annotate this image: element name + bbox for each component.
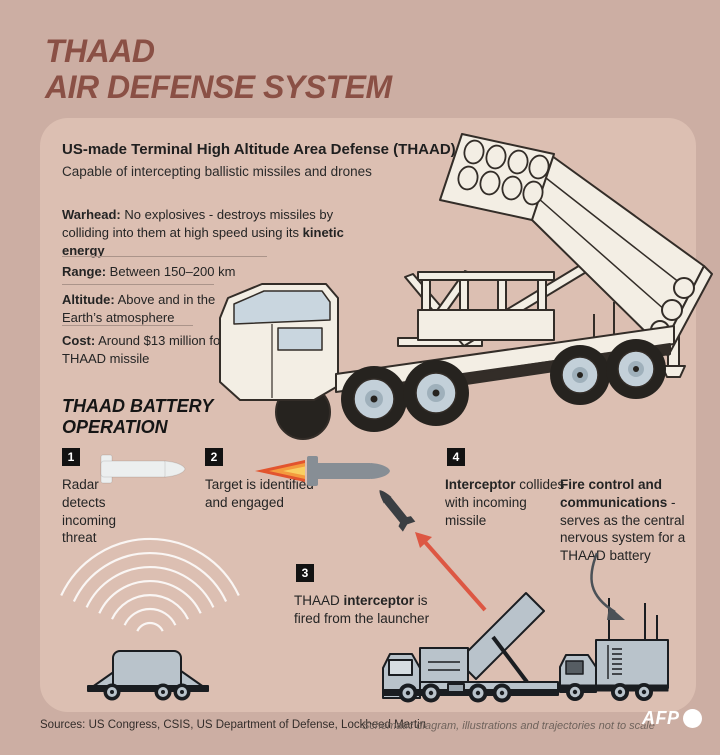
spec-cost-label: Cost: [62, 333, 96, 348]
fire-control-truck-wheels [566, 683, 653, 701]
divider [62, 325, 193, 326]
spec-range: Range: Between 150–200 km [62, 264, 236, 279]
step-4-badge: 4 [447, 448, 465, 466]
launcher-wheels [341, 339, 666, 432]
intro-heading: US-made Terminal High Altitude Area Defe… [62, 141, 456, 158]
page-title: THAAD AIR DEFENSE SYSTEM [45, 33, 392, 106]
launcher-truck-icon [382, 592, 559, 703]
intro-subheading: Capable of intercepting ballistic missil… [62, 164, 372, 179]
disclaimer-note: Schematic diagram, illustrations and tra… [362, 720, 655, 732]
flame-icon [255, 460, 305, 482]
spec-cost: Cost: Around $13 million for each THAAD … [62, 333, 257, 367]
radar-truck-icon [87, 650, 209, 701]
divider [62, 284, 214, 285]
step-3-text: THAAD interceptor is fired from the laun… [294, 593, 430, 626]
spec-warhead-label: Warhead: [62, 207, 121, 222]
incoming-missile-icon [100, 454, 186, 484]
step-1-badge: 1 [62, 448, 80, 466]
spec-range-label: Range: [62, 264, 107, 279]
spec-altitude: Altitude: Above and in the Earth’s atmos… [62, 292, 216, 326]
fire-control-text: Fire control and communications - serves… [560, 477, 686, 564]
step-1-text: Radar detects incoming threat [62, 477, 117, 546]
pointer-arrow-icon [590, 552, 625, 620]
sources-line: Sources: US Congress, CSIS, US Departmen… [40, 719, 427, 731]
radar-truck-wheels [103, 683, 191, 701]
step-2-text: Target is identified and engaged [205, 477, 314, 510]
title-line1: THAAD [45, 33, 155, 69]
spec-altitude-label: Altitude: [62, 292, 115, 307]
spec-warhead: Warhead: No explosives - destroys missil… [62, 207, 344, 259]
thaad-launcher-illustration [219, 133, 713, 440]
afp-logo: AFP [642, 708, 702, 729]
step-3-badge: 3 [296, 564, 314, 582]
target-missile-icon [255, 456, 390, 486]
step-2-badge: 2 [205, 448, 223, 466]
trajectory-arrow-icon [415, 532, 487, 612]
launcher-truck-wheels [398, 683, 512, 703]
afp-globe-icon [682, 709, 702, 728]
step-4-text: Interceptor collides with incoming missi… [445, 477, 565, 528]
divider [62, 256, 267, 257]
afp-logo-text: AFP [642, 708, 680, 728]
radar-waves-icon [60, 537, 240, 632]
battery-operation-heading: THAAD BATTERY OPERATION [62, 396, 214, 438]
interceptor-icon [379, 490, 416, 532]
title-line2: AIR DEFENSE SYSTEM [45, 68, 392, 105]
